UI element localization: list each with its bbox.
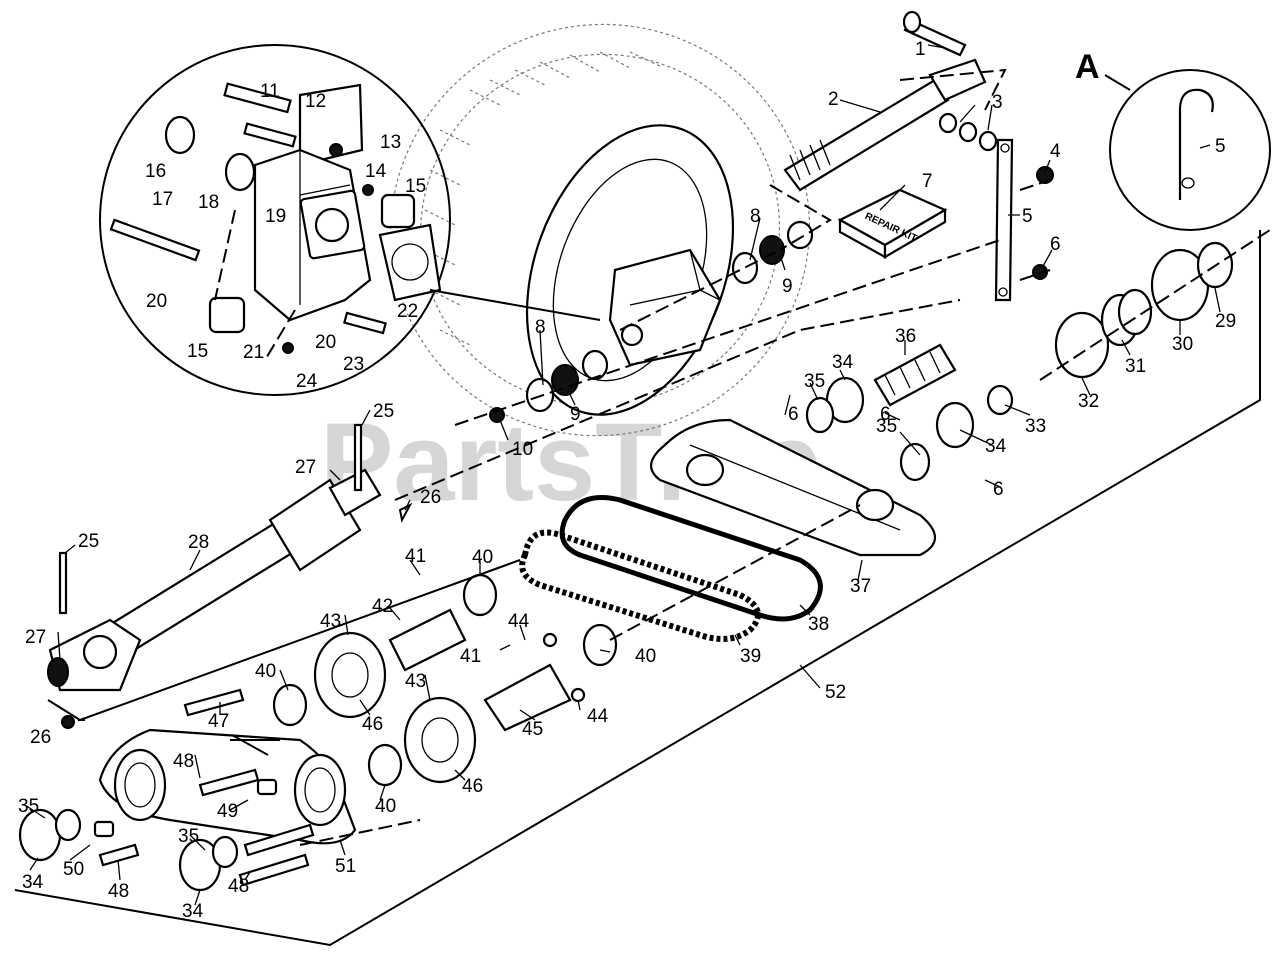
callout-35-c: 35	[18, 796, 39, 817]
callout-51: 51	[335, 856, 356, 877]
callout-45: 45	[522, 719, 543, 740]
callout-19: 19	[265, 206, 286, 227]
callout-28: 28	[188, 532, 209, 553]
callout-41-b: 41	[460, 646, 481, 667]
callout-40: 40	[472, 547, 493, 568]
callout-6: 6	[1050, 234, 1061, 255]
callout-6-d: 6	[993, 479, 1004, 500]
callout-6-c: 6	[880, 404, 891, 425]
callout-9: 9	[782, 276, 793, 297]
callout-16: 16	[145, 161, 166, 182]
callout-27-b: 27	[25, 627, 46, 648]
callout-43-b: 43	[405, 671, 426, 692]
callout-42: 42	[372, 596, 393, 617]
callout-35-d: 35	[178, 826, 199, 847]
callout-6-b: 6	[788, 404, 799, 425]
callout-38: 38	[808, 614, 829, 635]
callout-17: 17	[152, 189, 173, 210]
callout-49: 49	[217, 801, 238, 822]
link-rod	[994, 138, 1014, 302]
drive-shaft	[47, 423, 413, 729]
callout-3: 3	[992, 92, 1003, 113]
callout-labels: A 1 2 3 4 5 5 6 6 6 6 7 8 8 9 9 10 11 12…	[18, 39, 1236, 922]
callout-34: 34	[832, 352, 854, 373]
callout-5-detail: 5	[1215, 136, 1226, 157]
leader-lines	[24, 44, 1221, 906]
callout-32: 32	[1078, 391, 1099, 412]
callout-25-b: 25	[78, 531, 99, 552]
callout-23: 23	[343, 354, 364, 375]
chain-case-cover	[650, 418, 937, 557]
sprockets-and-bearings	[18, 573, 618, 892]
callout-2: 2	[828, 89, 839, 110]
callout-20-b: 20	[315, 332, 336, 353]
callout-8: 8	[750, 206, 761, 227]
callout-46: 46	[362, 714, 383, 735]
wheel-hub-disc	[525, 124, 735, 416]
callout-48-b: 48	[108, 881, 129, 902]
callout-52: 52	[825, 682, 846, 703]
callout-26-b: 26	[30, 727, 51, 748]
callout-48-c: 48	[228, 876, 249, 897]
callout-25: 25	[373, 401, 394, 422]
callout-41: 41	[405, 546, 426, 567]
axle-shaft	[783, 58, 987, 192]
callout-15-b: 15	[187, 341, 208, 362]
callout-40-c: 40	[255, 661, 276, 682]
callout-46-b: 46	[462, 776, 483, 797]
callout-35-b: 35	[876, 416, 897, 437]
callout-50: 50	[63, 859, 84, 880]
callout-12: 12	[305, 91, 326, 112]
callout-10: 10	[512, 439, 533, 460]
callout-34-d: 34	[182, 901, 204, 922]
callout-35: 35	[804, 371, 825, 392]
bearing-stack-right	[805, 241, 1234, 482]
callout-5: 5	[1022, 206, 1033, 227]
callout-40-d: 40	[375, 796, 396, 817]
drive-chain	[519, 529, 761, 642]
gasket	[559, 495, 823, 622]
callout-15: 15	[405, 176, 426, 197]
callout-31: 31	[1125, 356, 1146, 377]
callout-21: 21	[243, 342, 264, 363]
callout-37: 37	[850, 576, 871, 597]
callout-39: 39	[740, 646, 761, 667]
washers-hub	[489, 112, 1054, 423]
callout-48: 48	[173, 751, 194, 772]
callout-8-b: 8	[535, 317, 546, 338]
assembly-lines	[14, 68, 1271, 947]
callout-26: 26	[420, 487, 441, 508]
callout-29: 29	[1215, 311, 1236, 332]
callout-43: 43	[320, 611, 341, 632]
callout-1: 1	[915, 39, 926, 60]
callout-22: 22	[397, 301, 418, 322]
bolt-1	[902, 10, 967, 57]
callout-36: 36	[895, 326, 916, 347]
callout-27: 27	[295, 457, 316, 478]
callout-40-b: 40	[635, 646, 656, 667]
callout-14: 14	[365, 161, 387, 182]
detail-marker-a: A	[1075, 48, 1100, 86]
callout-20: 20	[146, 291, 167, 312]
callout-47: 47	[208, 711, 229, 732]
callout-44: 44	[508, 611, 530, 632]
callout-24: 24	[296, 371, 318, 392]
callout-7: 7	[922, 171, 933, 192]
callout-18: 18	[198, 192, 219, 213]
callout-34-c: 34	[22, 872, 44, 893]
callout-9-b: 9	[570, 404, 581, 425]
detail-circle-a	[1104, 69, 1271, 231]
callout-11: 11	[260, 81, 280, 102]
callout-44-b: 44	[587, 706, 609, 727]
detail-circle-bracket	[99, 44, 451, 396]
callout-13: 13	[380, 132, 401, 153]
repair-kit-box: REPAIR KIT	[837, 188, 948, 259]
callout-34-b: 34	[985, 436, 1007, 457]
callout-33: 33	[1025, 416, 1046, 437]
callout-30: 30	[1172, 334, 1193, 355]
callout-4: 4	[1050, 141, 1061, 162]
